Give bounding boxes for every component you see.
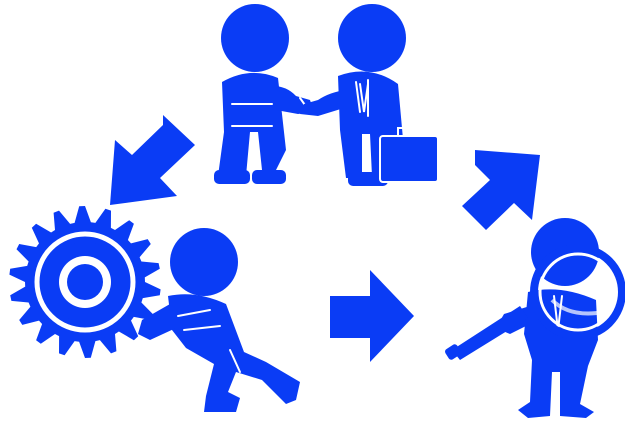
person-shaking-hands-left bbox=[214, 4, 314, 184]
head bbox=[170, 228, 238, 296]
head bbox=[338, 4, 406, 72]
body bbox=[168, 294, 300, 412]
gear-icon bbox=[9, 206, 160, 358]
arrow-handshake-to-gear bbox=[110, 115, 195, 205]
left-foot bbox=[214, 170, 250, 184]
left-foot-2 bbox=[252, 170, 286, 184]
handshake-group bbox=[214, 4, 438, 186]
arrow-inspect-to-handshake bbox=[462, 150, 540, 230]
arrow-gear-to-inspect bbox=[330, 270, 414, 362]
person-pushing-gear bbox=[138, 228, 300, 412]
inspector-group bbox=[444, 218, 622, 418]
briefcase-icon bbox=[380, 128, 438, 182]
head bbox=[221, 4, 289, 72]
gear-group bbox=[9, 206, 300, 412]
